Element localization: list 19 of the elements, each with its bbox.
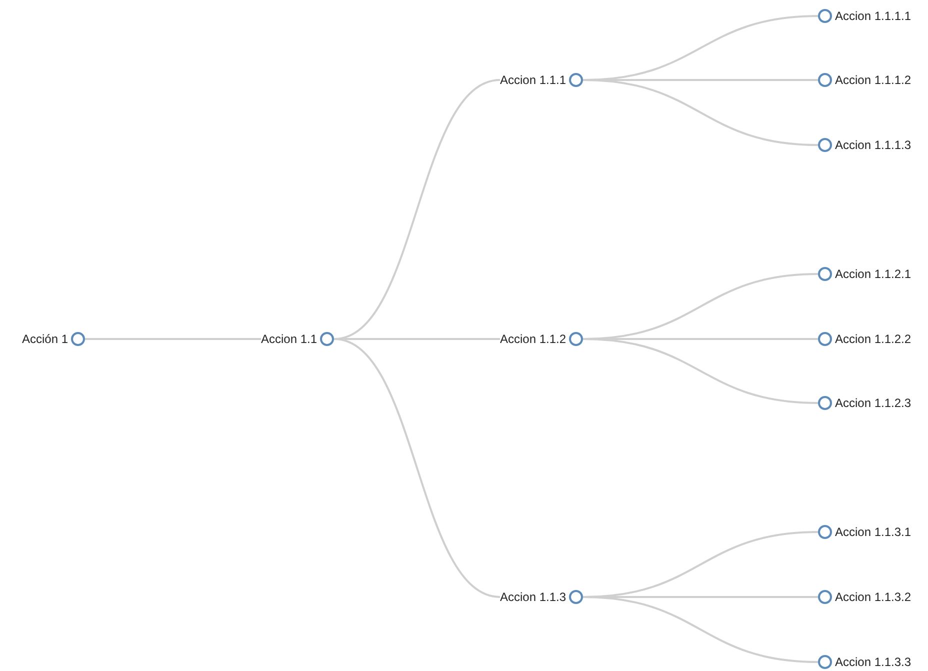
node-label: Accion 1.1.3.2 xyxy=(835,590,912,604)
tree-link xyxy=(583,79,818,146)
tree-link xyxy=(334,338,500,598)
node-label: Accion 1.1 xyxy=(261,332,318,346)
tree-link xyxy=(583,338,818,404)
node-label: Accion 1.1.3 xyxy=(500,590,566,604)
node-label: Accion 1.1.3.3 xyxy=(835,655,912,669)
node-label: Accion 1.1.1.3 xyxy=(835,138,912,152)
node-label: Accion 1.1.2.1 xyxy=(835,267,912,281)
node-label: Accion 1.1.3.1 xyxy=(835,525,912,539)
node-label: Accion 1.1.2 xyxy=(500,332,566,346)
tree-link xyxy=(583,596,818,663)
node-label: Accion 1.1.1.2 xyxy=(835,73,912,87)
node-label: Accion 1.1.2.3 xyxy=(835,396,912,410)
node-label: Acción 1 xyxy=(22,332,68,346)
tree-link xyxy=(85,338,261,340)
node-label: Accion 1.1.1.1 xyxy=(835,9,912,23)
node-label: Accion 1.1.1 xyxy=(500,73,566,87)
node-label: Accion 1.1.2.2 xyxy=(835,332,912,346)
